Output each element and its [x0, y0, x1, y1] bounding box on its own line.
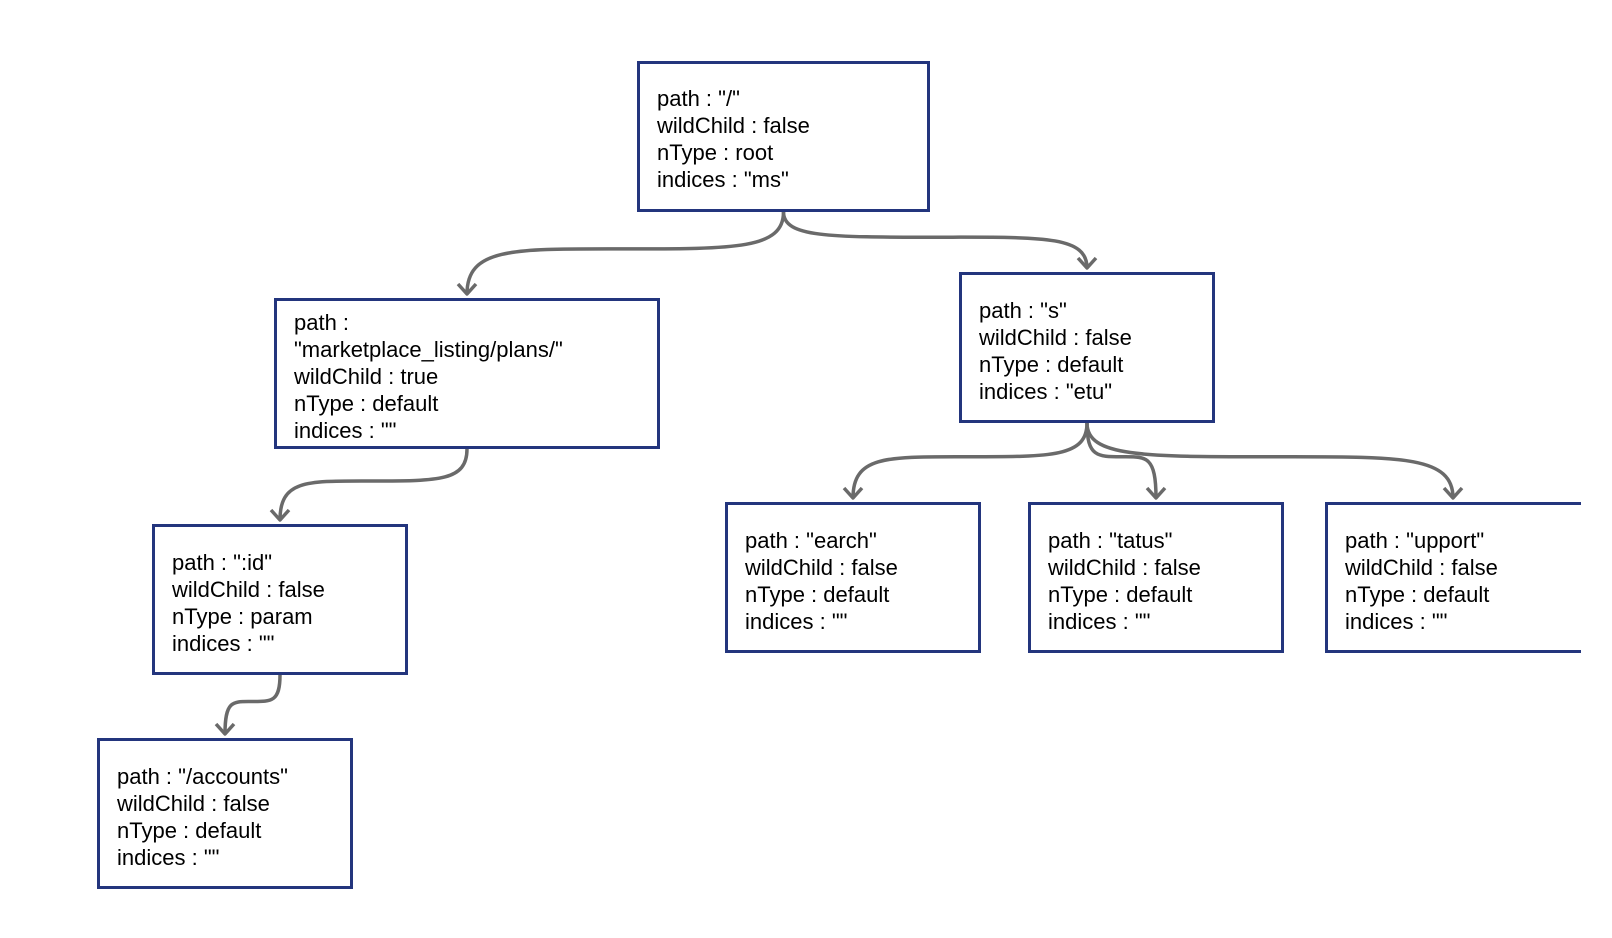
node-root: path : "/" wildChild : false nType : roo…: [637, 61, 930, 212]
node-upport-wildchild: wildChild : false: [1345, 555, 1498, 580]
arrowhead-s: [1076, 256, 1098, 270]
node-root-path: path : "/": [657, 86, 740, 111]
node-accounts-wildchild: wildChild : false: [117, 791, 270, 816]
node-tatus-ntype: nType : default: [1048, 582, 1193, 607]
node-id-indices: indices : "": [172, 631, 275, 656]
node-upport-indices: indices : "": [1345, 609, 1448, 634]
node-marketplace-wildchild: wildChild : true: [294, 364, 439, 389]
node-s-indices: indices : "etu": [979, 379, 1113, 404]
node-accounts-ntype: nType : default: [117, 818, 262, 843]
node-upport: path : "upport" wildChild : false nType …: [1325, 502, 1581, 653]
edge-root-marketplace: [465, 211, 786, 295]
node-marketplace-indices: indices : "": [294, 418, 397, 443]
arrowhead-tatus: [1145, 486, 1167, 500]
edge-root-s: [781, 211, 1089, 269]
node-earch-indices: indices : "": [745, 609, 848, 634]
node-earch-path: path : "earch": [745, 528, 877, 553]
node-s-ntype: nType : default: [979, 352, 1124, 377]
node-accounts: path : "/accounts" wildChild : false nTy…: [97, 738, 353, 889]
node-id: path : ":id" wildChild : false nType : p…: [152, 524, 408, 675]
edge-s-upport: [1085, 422, 1455, 499]
node-s: path : "s" wildChild : false nType : def…: [959, 272, 1215, 423]
edge-s-earch: [851, 422, 1089, 499]
arrowhead-accounts: [214, 722, 236, 736]
node-root-indices: indices : "ms": [657, 167, 789, 192]
node-s-path: path : "s": [979, 298, 1067, 323]
node-marketplace-path-value: "marketplace_listing/plans/": [294, 337, 563, 362]
node-id-wildchild: wildChild : false: [172, 577, 325, 602]
node-tatus-indices: indices : "": [1048, 609, 1151, 634]
node-id-path: path : ":id": [172, 550, 273, 575]
node-accounts-path: path : "/accounts": [117, 764, 288, 789]
node-marketplace-ntype: nType : default: [294, 391, 439, 416]
edge-marketplace-id: [278, 448, 469, 521]
node-accounts-indices: indices : "": [117, 845, 220, 870]
node-upport-path: path : "upport": [1345, 528, 1485, 553]
edge-s-tatus: [1085, 422, 1158, 499]
node-root-ntype: nType : root: [657, 140, 774, 165]
arrowhead-upport: [1442, 486, 1464, 500]
node-earch-ntype: nType : default: [745, 582, 890, 607]
node-earch: path : "earch" wildChild : false nType :…: [725, 502, 981, 653]
node-tatus: path : "tatus" wildChild : false nType :…: [1028, 502, 1284, 653]
node-marketplace-path: path :: [294, 310, 350, 335]
arrowhead-marketplace: [456, 282, 478, 296]
node-tatus-path: path : "tatus": [1048, 528, 1173, 553]
node-upport-ntype: nType : default: [1345, 582, 1490, 607]
node-root-wildchild: wildChild : false: [657, 113, 810, 138]
node-tatus-wildchild: wildChild : false: [1048, 555, 1201, 580]
node-earch-wildchild: wildChild : false: [745, 555, 898, 580]
arrowhead-earch: [842, 486, 864, 500]
node-marketplace: path : "marketplace_listing/plans/" wild…: [274, 298, 660, 449]
edge-id-accounts: [223, 674, 282, 735]
node-id-ntype: nType : param: [172, 604, 313, 629]
node-s-wildchild: wildChild : false: [979, 325, 1132, 350]
arrowhead-id: [269, 508, 291, 522]
